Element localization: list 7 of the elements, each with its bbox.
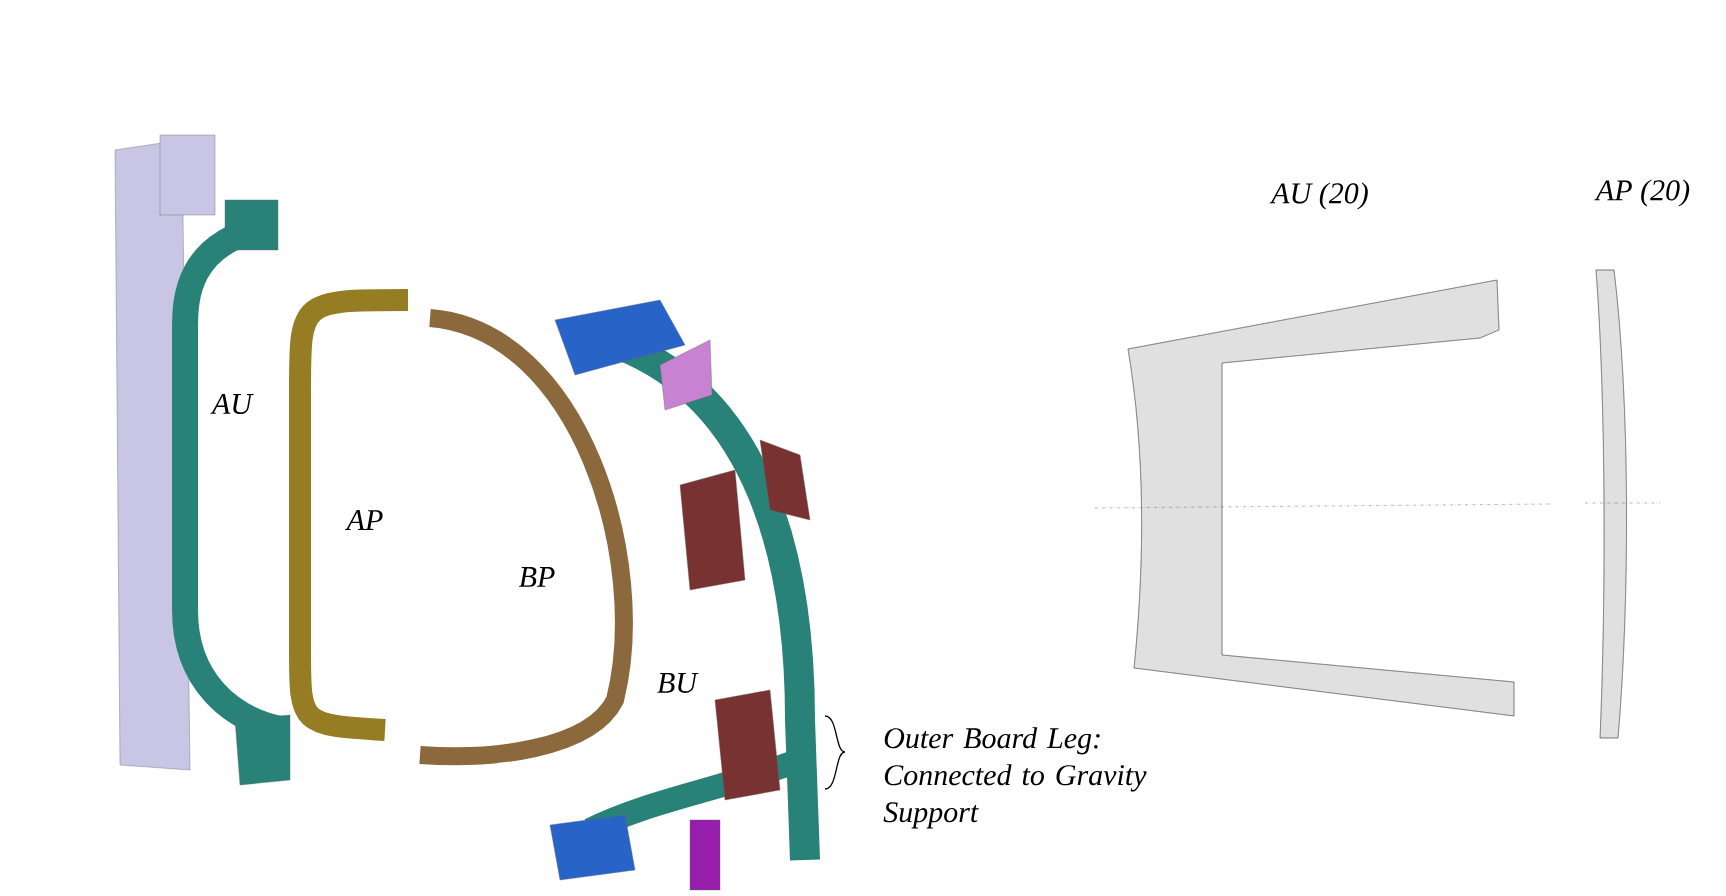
part-label: AP [345,509,385,531]
note-text: Outer Board Leg: Connected to Gravity Support [883,727,1147,829]
part-label: BP [517,566,557,588]
part-label: AU [210,392,254,416]
view-label: AU (20) [1269,182,1368,210]
part-label: BU [656,672,699,694]
view-label: AP (20) [1594,179,1690,207]
